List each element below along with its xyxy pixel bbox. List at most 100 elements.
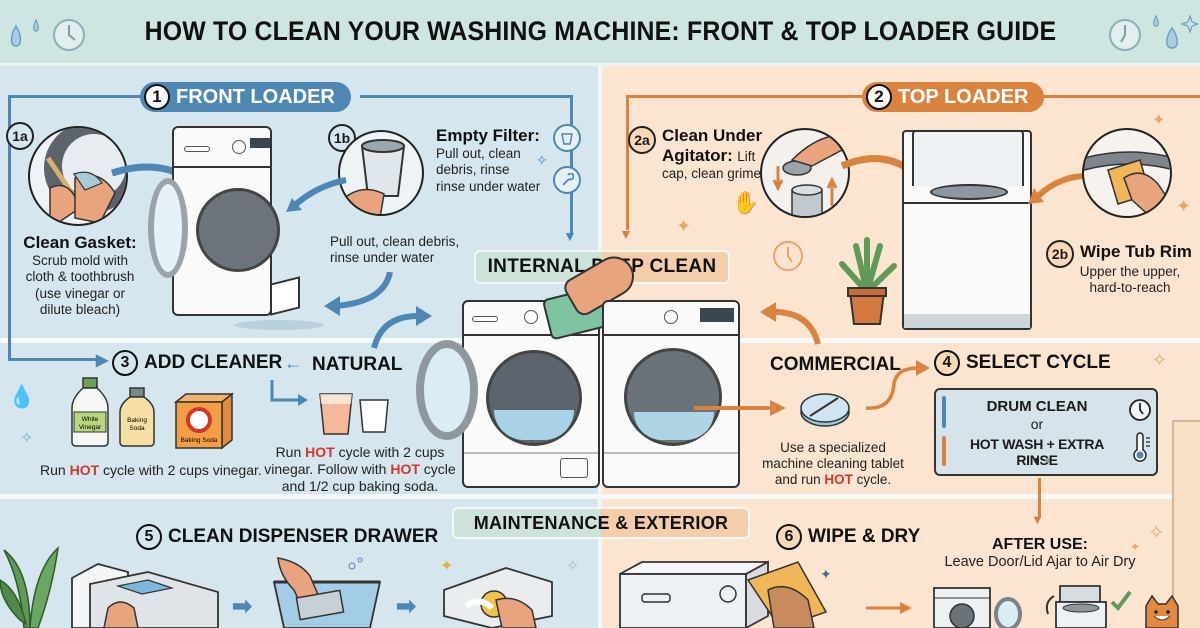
measuring-cups-icon [316, 390, 392, 436]
step-1b-line: Pull out, clean [436, 146, 521, 161]
step-number: 6 [776, 524, 802, 550]
connector-line [8, 95, 11, 360]
step-2b-text: Upper the upper, hard-to-reach [1070, 264, 1190, 297]
svg-text:White: White [82, 416, 99, 423]
step-number: 4 [934, 350, 960, 376]
scrubbing-drawer-illustration [436, 560, 556, 628]
blue-indicator [942, 396, 946, 428]
after-use-heading: AFTER USE: [992, 536, 1088, 553]
column-divider [598, 66, 602, 628]
gasket-cleaning-illustration [28, 126, 128, 226]
front-loader-washer-illustration [172, 126, 324, 330]
clock-icon [52, 18, 86, 52]
tub-rim-wiping-illustration [1082, 128, 1172, 218]
svg-text:Vinegar: Vinegar [79, 424, 102, 431]
natural-caption: Run HOT cycle with 2 cups vinegar. Follo… [260, 444, 460, 494]
sparkle-icon: ✦ [676, 216, 692, 236]
pagination-dots [1034, 458, 1050, 463]
water-drops-icon [6, 16, 46, 52]
bucket-icon [553, 124, 581, 152]
select-cycle-label: SELECT CYCLE [966, 352, 1111, 373]
caption-text: Run [40, 462, 70, 478]
dispenser-drawer-header: 5 CLEAN DISPENSER DRAWER [136, 524, 438, 550]
step-2b-line: Upper the upper, [1079, 264, 1181, 279]
step-2b-heading: Wipe Tub Rim [1080, 242, 1192, 262]
top-loader-ajar-icon [1042, 584, 1134, 628]
step-1a-line: cloth & toothbrush [25, 269, 135, 285]
arrow-down-icon: ▼ [1031, 512, 1044, 527]
natural-label: NATURAL [312, 354, 403, 375]
vinegar-caption: Run HOT cycle with 2 cups vinegar. [40, 462, 262, 478]
step-number: 1 [144, 84, 170, 110]
cycle-selection-panel: DRUM CLEAN or HOT WASH + EXTRA RINSE [934, 388, 1158, 476]
top-loader-washer-illustration [902, 130, 1032, 330]
caption-text: and 1/2 cup baking soda. [281, 477, 439, 494]
arrow-right-icon: ▶ [96, 352, 109, 369]
step-2a-line: cap, clean grime [662, 166, 762, 181]
connector-line [626, 95, 629, 230]
front-loader-header: 1 FRONT LOADER [140, 82, 351, 112]
arrow-down-icon: ▼ [619, 226, 633, 242]
add-cleaner-header: 3 ADD CLEANER [112, 350, 282, 376]
step-badge-2b: 2b [1046, 240, 1074, 268]
step-number: 2 [866, 84, 892, 110]
cycle-option-hot-wash[interactable]: HOT WASH + EXTRA RINSE [969, 436, 1105, 468]
arrow-right-icon: ➡ [396, 593, 417, 620]
caption-text: machine cleaning tablet [762, 456, 904, 472]
caption-text: cycle [419, 460, 456, 477]
svg-text:Soda: Soda [129, 425, 145, 432]
sparkle-icon: ✦ [1130, 540, 1141, 554]
step-1a-text: Clean Gasket: Scrub mold with cloth & to… [14, 233, 146, 319]
header-bar: HOW TO CLEAN YOUR WASHING MACHINE: FRONT… [0, 0, 1200, 66]
after-use-text: AFTER USE: Leave Door/Lid Ajar to Air Dr… [904, 536, 1176, 570]
cycle-option-drum-clean[interactable]: DRUM CLEAN [986, 398, 1088, 415]
arrow-right-icon [865, 360, 930, 410]
step-1b-line: debris, rinse [436, 162, 510, 178]
glove-icon: ✋ [732, 190, 760, 215]
hot-highlight: HOT [69, 462, 100, 478]
sparkle-icon: ✧ [1148, 522, 1165, 544]
caption-text: vinegar. Follow with [264, 460, 391, 477]
step-1a-line: Scrub mold with [31, 253, 129, 268]
step-2a-heading-line2: Agitator: [662, 146, 733, 165]
dispenser-drawer-illustration [68, 562, 228, 628]
step-1a-line: (use vinegar or [34, 285, 126, 301]
plant-icon [836, 236, 898, 326]
caption-text: cycle with 2 cups vinegar. [99, 462, 262, 478]
after-use-instruction: Leave Door/Lid Ajar to Air Dry [944, 554, 1136, 570]
washer-door [416, 340, 478, 440]
connector-line [1040, 95, 1200, 98]
curved-arrow-icon [324, 272, 393, 316]
step-1b-caption: Pull out, clean debris, rinse under wate… [330, 234, 490, 267]
svg-text:Baking Soda: Baking Soda [181, 437, 218, 444]
step-2a-inline-text: Lift [737, 149, 756, 164]
filter-cleaning-illustration [338, 130, 424, 216]
sparkle-icon: ✧ [20, 430, 34, 447]
wipe-dry-label: WIPE & DRY [808, 526, 921, 547]
orange-indicator [942, 436, 946, 466]
step-number: 3 [112, 350, 138, 376]
add-cleaner-label: ADD CLEANER [144, 352, 283, 373]
hot-highlight: HOT [390, 460, 420, 477]
front-loader-label: FRONT LOADER [176, 85, 335, 108]
sparkle-icon: ✧ [536, 152, 548, 168]
curved-arrow-icon [1028, 173, 1087, 204]
sparkle-icon: ✦ [440, 558, 454, 575]
connector-line [626, 95, 866, 98]
thermometer-icon [1132, 432, 1152, 462]
maintenance-exterior-banner: MAINTENANCE & EXTERIOR [452, 507, 750, 539]
step-2a-text: Clean Under Agitator: Lift cap, clean gr… [662, 126, 782, 182]
step-badge-2a: 2a [628, 126, 656, 154]
water-drops-icon [1148, 10, 1198, 54]
connector-line [570, 95, 573, 233]
step-2b-heading-text: Wipe Tub Rim [1080, 242, 1192, 261]
clock-icon [772, 240, 804, 272]
arrow-right-icon: ➡ [232, 593, 253, 620]
wrench-icon [553, 166, 581, 194]
curved-arrow-icon [286, 177, 347, 212]
caption-line: Pull out, clean debris, [330, 234, 460, 249]
caption-text: cycle with 2 cups [334, 444, 445, 460]
svg-text:Baking: Baking [127, 417, 147, 424]
